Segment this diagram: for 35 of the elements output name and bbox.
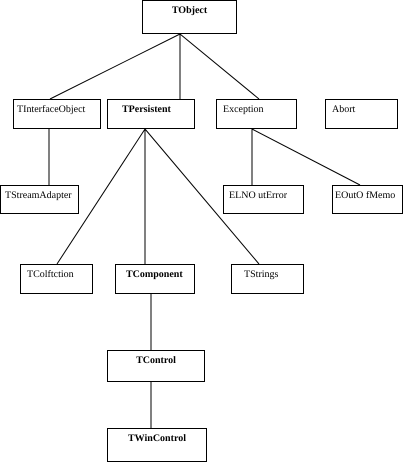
connector-line (144, 128, 260, 264)
class-box (216, 99, 297, 129)
connector-line (252, 128, 360, 186)
class-name: Exception (223, 104, 264, 115)
class-name: TPersistent (122, 104, 171, 115)
class-box (20, 264, 93, 294)
class-name: TObject (170, 5, 208, 16)
connector-line (150, 294, 152, 350)
class-name: ELNO utError (229, 190, 288, 201)
class-name: TWinControl (127, 433, 187, 444)
class-box (115, 264, 195, 294)
class-name: TControl (135, 355, 177, 366)
connector-line (180, 34, 260, 100)
class-name: EOutO fMemo (335, 190, 396, 201)
connector-line (144, 128, 146, 264)
class-box (0, 185, 79, 214)
class-box (107, 428, 207, 462)
class-box (223, 185, 304, 214)
class-box (325, 99, 398, 129)
connector-line (48, 128, 50, 186)
class-box (231, 264, 304, 294)
class-name: TColftction (27, 269, 74, 280)
class-box (332, 185, 403, 214)
class-name: TComponent (126, 269, 183, 280)
class-name: Abort (332, 104, 356, 115)
connector-line (56, 128, 146, 264)
connector-line (150, 382, 152, 428)
class-box (13, 99, 101, 129)
class-name: TInterfaceObject (17, 104, 86, 115)
class-box (107, 99, 195, 129)
class-name: TStreamAdapter (5, 190, 72, 201)
class-box (142, 0, 237, 34)
connector-line (50, 34, 180, 100)
class-box (107, 350, 205, 382)
class-name: TStrings (244, 269, 278, 280)
